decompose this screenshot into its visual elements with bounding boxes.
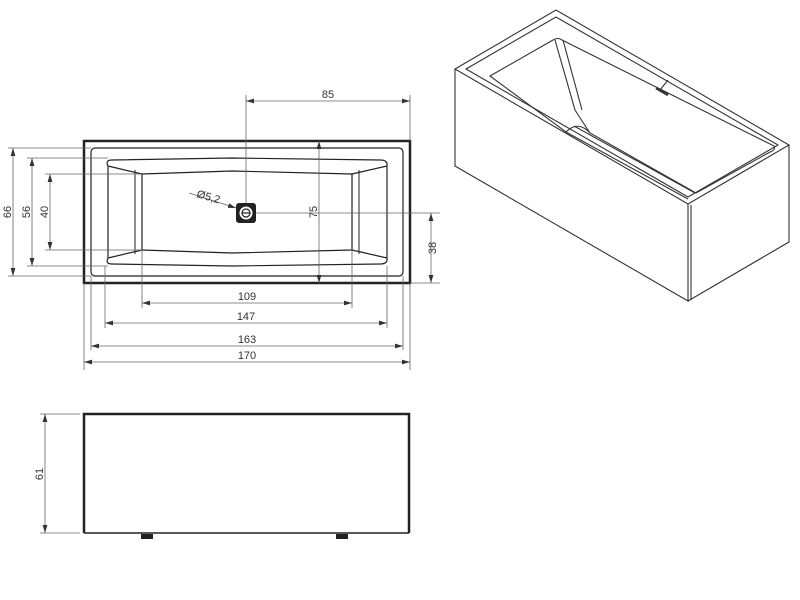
isometric-view: [453, 9, 791, 302]
tub-rim-outline: [90, 147, 404, 277]
dim-basin-top-length: 147: [237, 311, 255, 323]
top-view-dimensions: [8, 95, 440, 370]
dim-width-outer-left: 66: [2, 206, 14, 218]
dim-basin-bottom-length: 109: [238, 291, 256, 303]
dim-overall-length: 170: [238, 350, 256, 362]
foot-right-icon: [336, 534, 348, 539]
foot-left-icon: [141, 534, 153, 539]
dim-drain-to-end: 85: [322, 89, 334, 101]
dim-width-inner-left: 56: [21, 206, 33, 218]
dim-inner-rim-length: 163: [238, 334, 256, 346]
tub-outer-outline: [82, 139, 412, 285]
side-view: [40, 412, 411, 539]
dim-overall-width: 75: [308, 206, 320, 218]
top-view: [82, 139, 412, 285]
dim-drain-to-edge: 38: [427, 242, 439, 254]
dim-basin-bottom-width: 40: [39, 206, 51, 218]
dim-height: 61: [34, 468, 46, 480]
dim-drain-diameter: Ø5,2: [195, 188, 221, 206]
